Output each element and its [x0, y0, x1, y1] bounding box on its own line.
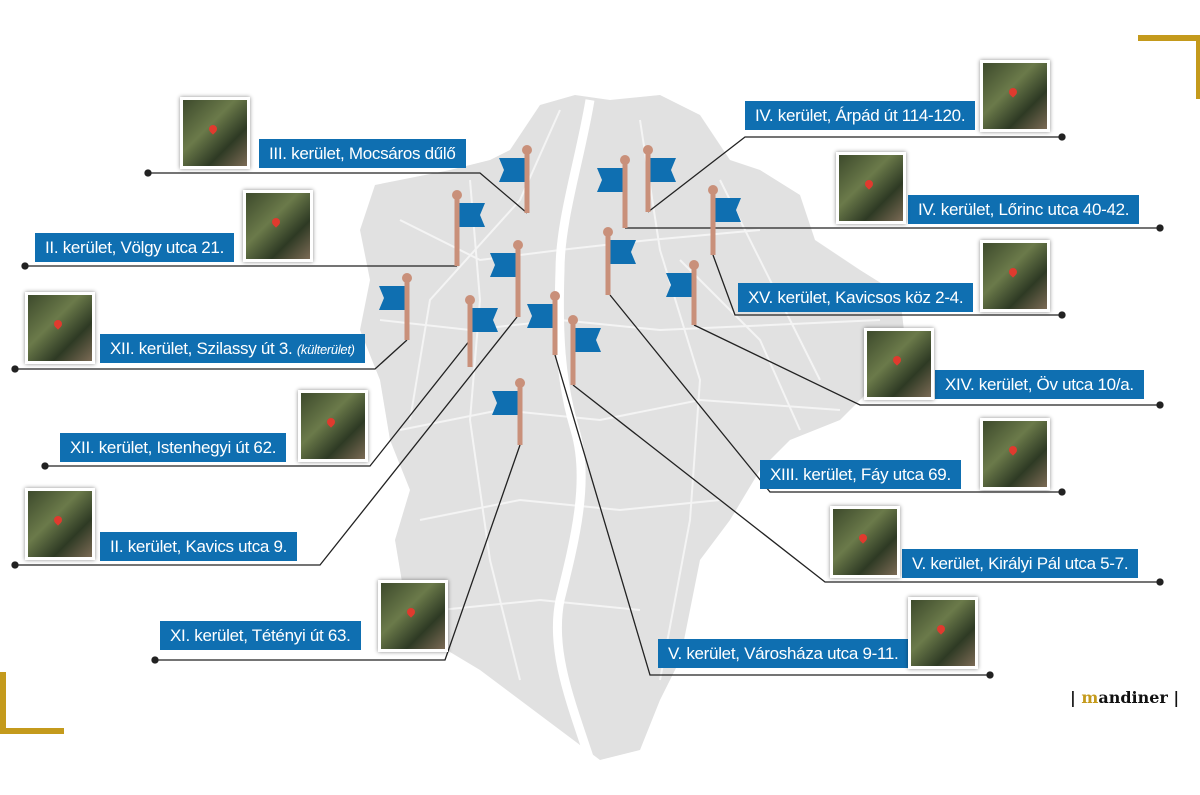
satellite-thumbnail	[25, 488, 95, 560]
location-label: III. kerület, Mocsáros dűlő	[259, 139, 466, 168]
satellite-thumbnail	[25, 292, 95, 364]
location-label-text: II. kerület, Völgy utca 21.	[45, 238, 224, 257]
line-end-dot	[1156, 224, 1164, 232]
satellite-thumbnail	[836, 152, 906, 224]
location-flag-icon	[490, 240, 523, 317]
leader-line	[609, 294, 1062, 493]
location-label: XIII. kerület, Fáy utca 69.	[760, 460, 961, 489]
location-flag-icon	[492, 378, 525, 445]
location-label: XV. kerület, Kavicsos köz 2-4.	[738, 283, 974, 312]
leader-line	[45, 339, 471, 467]
satellite-thumbnail	[980, 60, 1050, 132]
line-end-dot	[144, 169, 152, 177]
leader-line	[712, 254, 1062, 316]
line-end-dot	[986, 671, 994, 679]
location-label: II. kerület, Kavics utca 9.	[100, 532, 298, 561]
location-label-text: XV. kerület, Kavicsos köz 2-4.	[748, 288, 964, 307]
leader-line	[15, 339, 408, 370]
location-label-text: XII. kerület, Szilassy út 3.	[110, 339, 293, 358]
location-label-text: IV. kerület, Árpád út 114-120.	[755, 106, 966, 125]
location-label-text: XI. kerület, Tétényi út 63.	[170, 626, 351, 645]
location-flag-icon	[527, 291, 560, 355]
location-label-text: III. kerület, Mocsáros dűlő	[269, 144, 456, 163]
satellite-thumbnail	[830, 506, 900, 578]
location-flag-icon	[499, 145, 532, 213]
leader-line	[148, 172, 528, 214]
mandiner-logo: | mandiner |	[1070, 688, 1180, 707]
location-flag-icon	[568, 315, 601, 385]
gold-corner-bottom-left	[0, 672, 64, 734]
gold-corner-top-right	[1138, 35, 1200, 99]
location-label: II. kerület, Völgy utca 21.	[35, 233, 234, 262]
satellite-thumbnail	[864, 328, 934, 400]
location-label: XII. kerület, Istenhegyi út 62.	[60, 433, 287, 462]
satellite-thumbnail	[980, 240, 1050, 312]
satellite-thumbnail	[298, 390, 368, 462]
leader-lines	[11, 133, 1164, 679]
location-flag-icon	[603, 227, 636, 295]
leader-line	[554, 354, 990, 676]
leader-line	[647, 136, 1062, 213]
line-end-dot	[1058, 488, 1066, 496]
location-label-text: II. kerület, Kavics utca 9.	[110, 537, 288, 556]
location-flag-icon	[379, 273, 412, 340]
location-flag-icon	[452, 190, 485, 266]
line-end-dot	[1058, 133, 1066, 141]
location-flag-icon	[708, 185, 741, 255]
location-label: V. kerület, Királyi Pál utca 5-7.	[902, 549, 1139, 578]
leader-line	[572, 384, 1160, 583]
location-label-text: IV. kerület, Lőrinc utca 40-42.	[918, 200, 1130, 219]
street-lines	[379, 109, 881, 681]
location-label: XI. kerület, Tétényi út 63.	[160, 621, 361, 650]
location-label-text: V. kerület, Királyi Pál utca 5-7.	[912, 554, 1129, 573]
location-label: XII. kerület, Szilassy út 3. (külterület…	[100, 334, 365, 363]
line-end-dot	[151, 656, 159, 664]
location-label: IV. kerület, Árpád út 114-120.	[745, 101, 976, 130]
location-label-text: XIV. kerület, Öv utca 10/a.	[945, 375, 1134, 394]
satellite-thumbnail	[243, 190, 313, 262]
location-flag-icon	[666, 260, 699, 325]
line-end-dot	[1156, 578, 1164, 586]
leader-line	[15, 316, 518, 566]
line-end-dot	[1058, 311, 1066, 319]
leader-line	[693, 324, 1160, 406]
leader-line	[155, 444, 521, 661]
location-flag-icon	[597, 155, 630, 228]
line-end-dot	[11, 365, 19, 373]
satellite-thumbnail	[180, 97, 250, 169]
satellite-thumbnail	[378, 580, 448, 652]
location-note: (külterület)	[296, 342, 355, 357]
location-label-text: XIII. kerület, Fáy utca 69.	[770, 465, 951, 484]
line-end-dot	[11, 561, 19, 569]
satellite-thumbnail	[908, 597, 978, 669]
location-label-text: XII. kerület, Istenhegyi út 62.	[70, 438, 277, 457]
satellite-thumbnail	[980, 418, 1050, 490]
location-flag-icon	[643, 145, 676, 212]
location-flag-icon	[465, 295, 498, 367]
line-end-dot	[1156, 401, 1164, 409]
line-end-dot	[41, 462, 49, 470]
line-end-dot	[21, 262, 29, 270]
location-label: V. kerület, Városháza utca 9-11.	[658, 639, 909, 668]
location-label: XIV. kerület, Öv utca 10/a.	[935, 370, 1144, 399]
location-label-text: V. kerület, Városháza utca 9-11.	[668, 644, 899, 663]
location-label: IV. kerület, Lőrinc utca 40-42.	[908, 195, 1140, 224]
danube-river	[552, 99, 595, 762]
